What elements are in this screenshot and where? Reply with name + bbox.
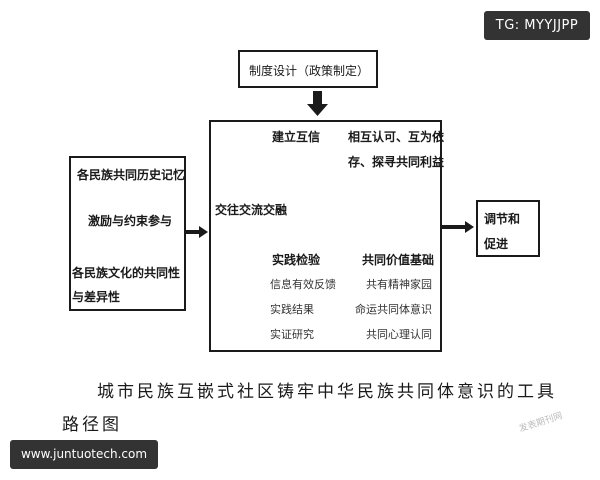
- left-to-center-arrow: [186, 226, 208, 238]
- practice-test-label: 实践检验: [272, 253, 321, 267]
- left-list-item-3: 实证研究: [270, 328, 314, 341]
- shared-values-label: 共同价值基础: [362, 253, 435, 267]
- interaction-label: 交往交流交融: [215, 203, 288, 217]
- figure-caption-line2: 路径图: [62, 415, 122, 435]
- left-box: [69, 156, 186, 311]
- left-list-item-2: 实践结果: [270, 303, 314, 316]
- left-box-line3a: 各民族文化的共同性: [72, 266, 181, 280]
- top-down-arrow: [307, 91, 328, 116]
- telegram-badge: TG: MYYJJPP: [484, 11, 590, 40]
- figure-caption-line1: 城市民族互嵌式社区铸牢中华民族共同体意识的工具: [97, 382, 557, 402]
- left-box-line3b: 与差异性: [72, 290, 121, 304]
- left-list-item-1: 信息有效反馈: [270, 278, 336, 291]
- top-box-label: 制度设计（政策制定）: [249, 64, 370, 78]
- right-list-item-3: 共同心理认同: [366, 328, 432, 341]
- top-box: [238, 50, 378, 88]
- right-box: [476, 200, 540, 257]
- right-box-line1: 调节和: [484, 212, 521, 226]
- right-list-item-2: 命运共同体意识: [355, 303, 432, 316]
- left-box-line1: 各民族共同历史记忆: [77, 168, 186, 182]
- right-box-line2: 促进: [484, 237, 509, 251]
- center-to-right-arrow: [442, 221, 474, 233]
- website-badge[interactable]: www.juntuotech.com: [10, 440, 158, 469]
- establish-trust-label: 建立互信: [272, 130, 321, 144]
- left-box-line2: 激励与约束参与: [88, 214, 173, 228]
- center-box: [209, 120, 442, 352]
- mutual-recognition-line1: 相互认可、互为依: [348, 130, 445, 144]
- right-list-item-1: 共有精神家园: [366, 278, 432, 291]
- mutual-recognition-line2: 存、探寻共同利益: [348, 155, 445, 169]
